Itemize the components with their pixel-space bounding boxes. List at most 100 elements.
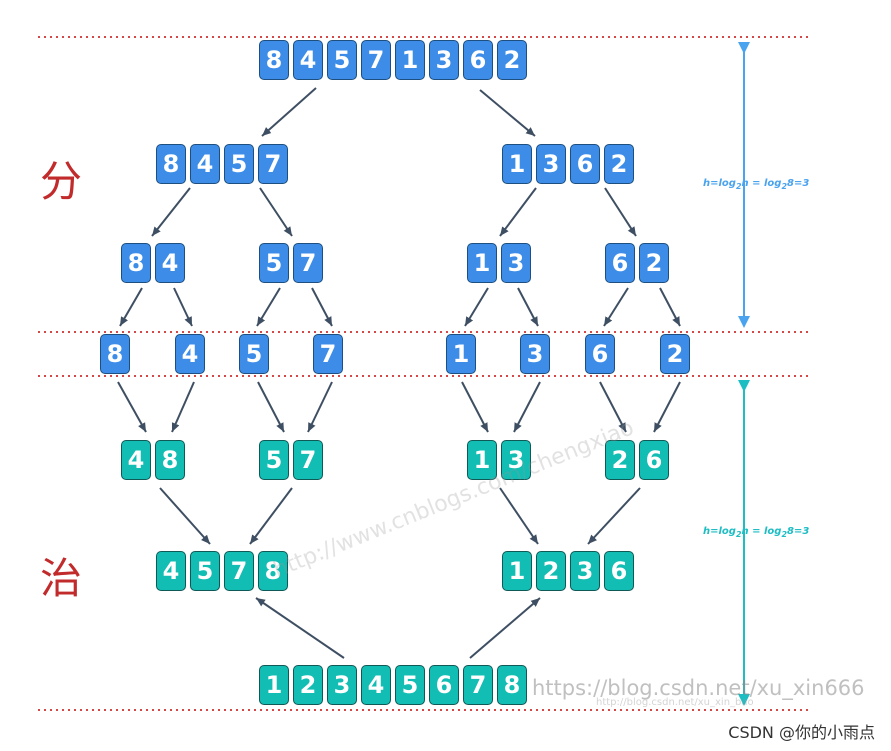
conquer-cell: 2 — [536, 551, 566, 591]
conquer-cell: 4 — [156, 551, 186, 591]
conquer-cell: 2 — [605, 440, 635, 480]
watermark-faint: http://blog.csdn.net/xu_xin_bao — [596, 697, 754, 708]
divide-cell: 4 — [155, 243, 185, 283]
divide-cell: 1 — [467, 243, 497, 283]
phase-conquer-label: 治 — [40, 554, 83, 603]
divide-cell: 2 — [639, 243, 669, 283]
divide-cell: 3 — [429, 40, 459, 80]
flow-arrow — [479, 89, 536, 137]
flow-arrow — [469, 597, 541, 659]
flow-arrow — [255, 597, 345, 659]
flow-arrow — [119, 287, 143, 327]
conquer-cell: 1 — [502, 551, 532, 591]
flow-arrow — [517, 287, 539, 327]
conquer-cell: 1 — [467, 440, 497, 480]
conquer-cell: 2 — [293, 665, 323, 705]
conquer-cell: 3 — [501, 440, 531, 480]
height-tail: 8=3 — [787, 178, 810, 189]
divide-cell: 7 — [313, 334, 343, 374]
conquer-cell: 8 — [258, 551, 288, 591]
flow-arrow — [117, 381, 147, 433]
height-sub: 2 — [735, 530, 742, 539]
flow-arrow — [249, 487, 293, 545]
divide-cell: 1 — [446, 334, 476, 374]
flow-arrow — [173, 287, 193, 327]
flow-arrow — [151, 187, 191, 237]
divide-height-label: h=log2n = log28=3 — [703, 178, 809, 191]
conquer-cell: 3 — [327, 665, 357, 705]
divide-cell: 8 — [121, 243, 151, 283]
divide-cell: 4 — [175, 334, 205, 374]
height-h: h=log — [703, 178, 736, 189]
divide-cell: 5 — [259, 243, 289, 283]
height-mid: n = log — [741, 178, 782, 189]
divide-cell: 1 — [502, 144, 532, 184]
height-sub2: 2 — [781, 530, 788, 539]
flow-arrow — [603, 287, 629, 327]
conquer-cell: 8 — [497, 665, 527, 705]
flow-arrow — [659, 287, 681, 327]
divide-cell: 2 — [497, 40, 527, 80]
conquer-cell: 6 — [639, 440, 669, 480]
divide-cell: 5 — [239, 334, 269, 374]
conquer-cell: 7 — [463, 665, 493, 705]
flow-arrow — [307, 381, 333, 433]
divide-cell: 3 — [520, 334, 550, 374]
phase-divide-label: 分 — [40, 157, 83, 206]
flow-arrow — [259, 187, 293, 237]
divide-cell: 4 — [293, 40, 323, 80]
flow-arrow — [587, 487, 641, 545]
divide-cell: 4 — [190, 144, 220, 184]
divide-cell: 8 — [100, 334, 130, 374]
height-tail: 8=3 — [787, 526, 810, 537]
conquer-cell: 5 — [395, 665, 425, 705]
height-sub2: 2 — [781, 182, 788, 191]
flow-arrow — [653, 381, 681, 433]
divide-cell: 7 — [258, 144, 288, 184]
conquer-cell: 1 — [259, 665, 289, 705]
csdn-credit: CSDN @你的小雨点 — [728, 723, 875, 742]
conquer-cell: 5 — [259, 440, 289, 480]
flow-arrow — [256, 287, 281, 327]
divide-cell: 8 — [156, 144, 186, 184]
divide-cell: 7 — [293, 243, 323, 283]
divide-cell: 6 — [463, 40, 493, 80]
flow-arrow — [599, 381, 627, 433]
divide-cell: 3 — [501, 243, 531, 283]
divide-cell: 7 — [361, 40, 391, 80]
conquer-cell: 7 — [293, 440, 323, 480]
divide-cell: 5 — [327, 40, 357, 80]
divide-cell: 6 — [570, 144, 600, 184]
flow-arrow — [461, 381, 489, 433]
conquer-cell: 8 — [155, 440, 185, 480]
conquer-cell: 3 — [570, 551, 600, 591]
flow-arrow — [159, 487, 211, 545]
flow-arrow — [464, 287, 489, 327]
flow-arrow — [171, 381, 195, 433]
flow-arrow — [604, 187, 637, 237]
divide-cell: 5 — [224, 144, 254, 184]
conquer-cell: 4 — [361, 665, 391, 705]
height-mid: n = log — [741, 526, 782, 537]
flow-arrow — [499, 187, 537, 237]
divide-cell: 6 — [585, 334, 615, 374]
conquer-cell: 6 — [604, 551, 634, 591]
flow-arrow — [311, 287, 333, 327]
height-sub: 2 — [735, 182, 742, 191]
conquer-cell: 4 — [121, 440, 151, 480]
divide-cell: 1 — [395, 40, 425, 80]
conquer-height-label: h=log2n = log28=3 — [703, 526, 809, 539]
flow-arrow — [513, 381, 541, 433]
divide-cell: 8 — [259, 40, 289, 80]
height-h: h=log — [703, 526, 736, 537]
flow-arrow — [257, 381, 285, 433]
divide-cell: 6 — [605, 243, 635, 283]
divide-cell: 2 — [660, 334, 690, 374]
flow-arrow — [261, 87, 317, 137]
conquer-cell: 7 — [224, 551, 254, 591]
flow-arrow — [499, 487, 539, 545]
conquer-cell: 5 — [190, 551, 220, 591]
divide-cell: 2 — [604, 144, 634, 184]
